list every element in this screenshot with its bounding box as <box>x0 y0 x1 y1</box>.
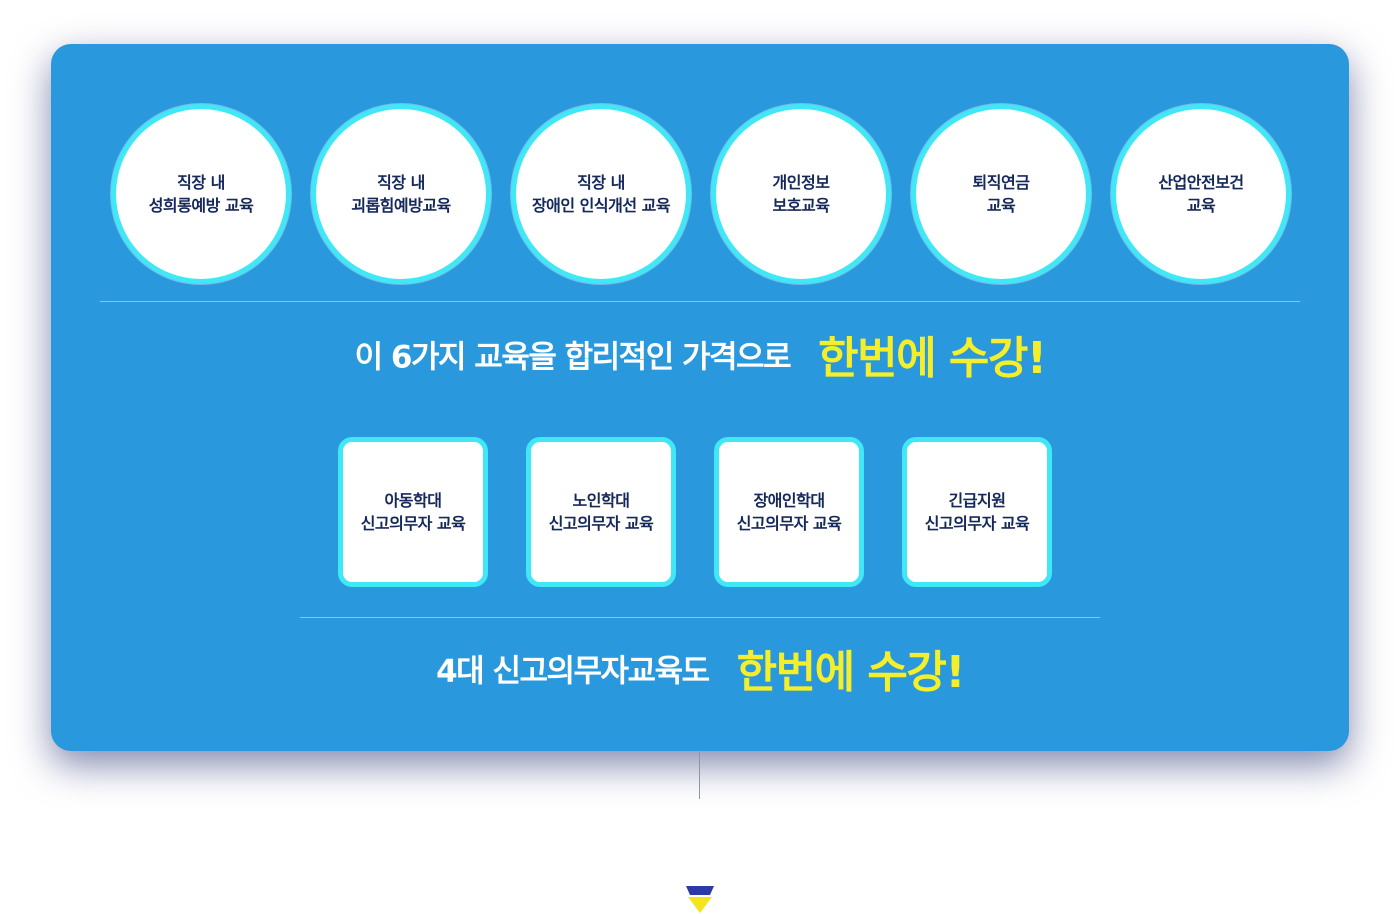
course-circle-pension: 퇴직연금 교육 <box>911 104 1091 284</box>
headline-text: 4대 신고의무자교육도 <box>436 653 710 690</box>
course-line: 개인정보 <box>772 173 830 192</box>
course-line: 장애인학대 <box>753 491 825 510</box>
course-line: 직장 내 <box>577 173 625 192</box>
course-line: 성희롱예방 교육 <box>148 196 254 215</box>
course-circle-safety: 산업안전보건 교육 <box>1111 104 1291 284</box>
course-line: 아동학대 <box>384 491 442 510</box>
course-circle-bullying: 직장 내 괴롭힘예방교육 <box>311 104 491 284</box>
course-box-elder-abuse: 노인학대 신고의무자 교육 <box>526 437 676 587</box>
headline-reporting-courses: 4대 신고의무자교육도 한번에 수강! <box>51 636 1349 700</box>
course-panel: 직장 내 성희롱예방 교육 직장 내 괴롭힘예방교육 직장 내 장애인 인식개선… <box>51 44 1349 751</box>
course-line: 보호교육 <box>772 196 830 215</box>
course-circles: 직장 내 성희롱예방 교육 직장 내 괴롭힘예방교육 직장 내 장애인 인식개선… <box>111 104 1291 284</box>
course-line: 신고의무자 교육 <box>924 514 1030 533</box>
course-box-child-abuse: 아동학대 신고의무자 교육 <box>338 437 488 587</box>
headline-highlight: 한번에 수강! <box>818 333 1047 384</box>
course-line: 신고의무자 교육 <box>548 514 654 533</box>
course-line: 신고의무자 교육 <box>360 514 466 533</box>
course-line: 장애인 인식개선 교육 <box>531 196 671 215</box>
down-chevron-icon <box>686 886 714 913</box>
divider <box>100 301 1300 302</box>
course-line: 긴급지원 <box>948 491 1006 510</box>
course-line: 괴롭힘예방교육 <box>351 196 451 215</box>
course-circle-harassment: 직장 내 성희롱예방 교육 <box>111 104 291 284</box>
headline-highlight: 한번에 수강! <box>736 647 966 698</box>
course-line: 퇴직연금 <box>972 173 1030 192</box>
course-line: 산업안전보건 <box>1158 173 1244 192</box>
course-line: 교육 <box>1186 196 1216 215</box>
course-line: 신고의무자 교육 <box>736 514 842 533</box>
course-line: 직장 내 <box>177 173 225 192</box>
divider <box>300 617 1100 618</box>
course-line: 교육 <box>986 196 1016 215</box>
headline-text: 이 6가지 교육을 합리적인 가격으로 <box>354 339 792 376</box>
course-circle-privacy: 개인정보 보호교육 <box>711 104 891 284</box>
course-box-disability-abuse: 장애인학대 신고의무자 교육 <box>714 437 864 587</box>
connector-line <box>699 751 700 799</box>
course-line: 직장 내 <box>377 173 425 192</box>
reporting-course-boxes: 아동학대 신고의무자 교육 노인학대 신고의무자 교육 장애인학대 신고의무자 … <box>338 437 1068 599</box>
course-line: 노인학대 <box>572 491 630 510</box>
headline-six-courses: 이 6가지 교육을 합리적인 가격으로 한번에 수강! <box>51 322 1349 386</box>
course-box-emergency-support: 긴급지원 신고의무자 교육 <box>902 437 1052 587</box>
course-circle-disability-awareness: 직장 내 장애인 인식개선 교육 <box>511 104 691 284</box>
